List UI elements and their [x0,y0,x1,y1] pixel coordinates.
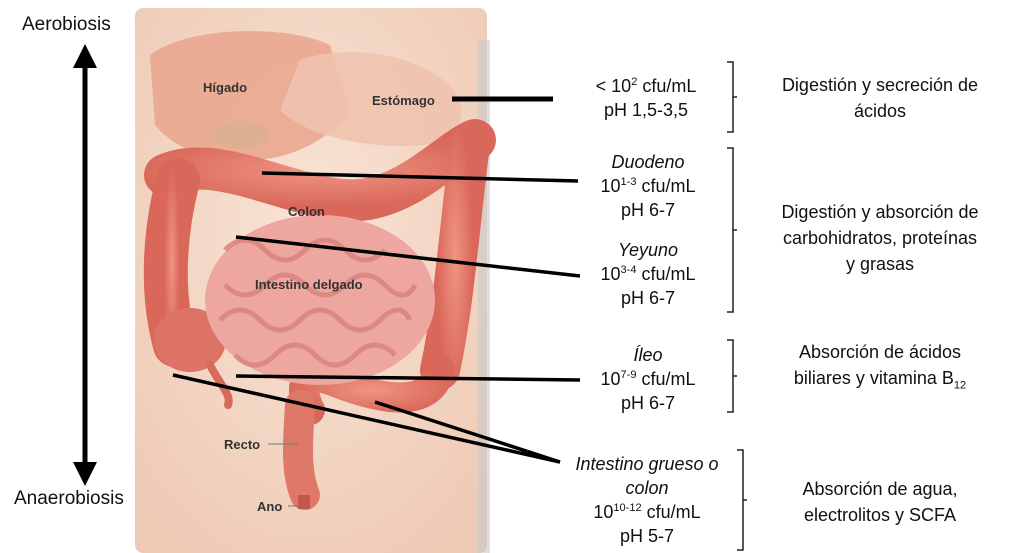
stomach-function-line2: ácidos [752,98,1008,124]
colon-function-line2: electrolitos y SCFA [752,502,1008,528]
ileum-count: 107-9 cfu/mL [568,367,728,391]
duodenum-name: Duodeno [611,152,684,172]
arrow-head-down [73,462,97,486]
large-intestine-name-line1: Intestino grueso o [575,454,718,474]
stomach-label: Estómago [372,93,435,108]
stomach-function-line1: Digestión y secreción de [752,72,1008,98]
rectum-label: Recto [224,437,260,452]
ileum-ph: pH 6-7 [568,391,728,415]
large-intestine-ph: pH 5-7 [556,524,738,548]
ileum-bracket [727,340,737,412]
jejunum-name: Yeyuno [618,240,678,260]
ileum-info: Íleo 107-9 cfu/mL pH 6-7 [568,343,728,415]
anus-label: Ano [257,499,282,514]
jejunum-info: Yeyuno 103-4 cfu/mL pH 6-7 [568,238,728,310]
small-intestine-function-line2: carbohidratos, proteínas [752,225,1008,251]
body-edge-shadow [478,40,490,553]
rectum-shape [298,405,305,495]
duodenum-ph: pH 6-7 [568,198,728,222]
stomach-function: Digestión y secreción de ácidos [752,72,1008,124]
ileum-function: Absorción de ácidos biliares y vitamina … [752,339,1008,391]
stomach-bracket [727,62,737,132]
colon-label: Colon [288,204,325,219]
colon-function-line1: Absorción de agua, [752,476,1008,502]
colon-function: Absorción de agua, electrolitos y SCFA [752,476,1008,528]
large-intestine-count: 1010-12 cfu/mL [556,500,738,524]
liver-label: Hígado [203,80,247,95]
aerobiosis-label: Aerobiosis [22,14,111,36]
small-intestine-bracket [727,148,737,312]
large-intestine-info: Intestino grueso o colon 1010-12 cfu/mL … [556,452,738,548]
duodenum-count: 101-3 cfu/mL [568,174,728,198]
ileum-function-line2: biliares y vitamina B12 [752,365,1008,391]
stomach-info: < 102 cfu/mL pH 1,5-3,5 [566,74,726,122]
colon-bracket [737,450,747,550]
jejunum-count: 103-4 cfu/mL [568,262,728,286]
arrow-head-up [73,44,97,68]
small-intestine-function-line3: y grasas [752,251,1008,277]
large-intestine-name-line2: colon [625,478,668,498]
ileum-function-line1: Absorción de ácidos [752,339,1008,365]
small-intestine-function: Digestión y absorción de carbohidratos, … [752,199,1008,277]
anus-shape [298,495,310,509]
duodenum-info: Duodeno 101-3 cfu/mL pH 6-7 [568,150,728,222]
stomach-ph: pH 1,5-3,5 [566,98,726,122]
small-intestine-label: Intestino delgado [255,277,363,292]
anaerobiosis-label: Anaerobiosis [14,488,124,510]
gallbladder-shape [212,121,268,149]
stomach-count: < 102 cfu/mL [566,74,726,98]
ileum-name: Íleo [633,345,662,365]
jejunum-ph: pH 6-7 [568,286,728,310]
small-intestine-function-line1: Digestión y absorción de [752,199,1008,225]
